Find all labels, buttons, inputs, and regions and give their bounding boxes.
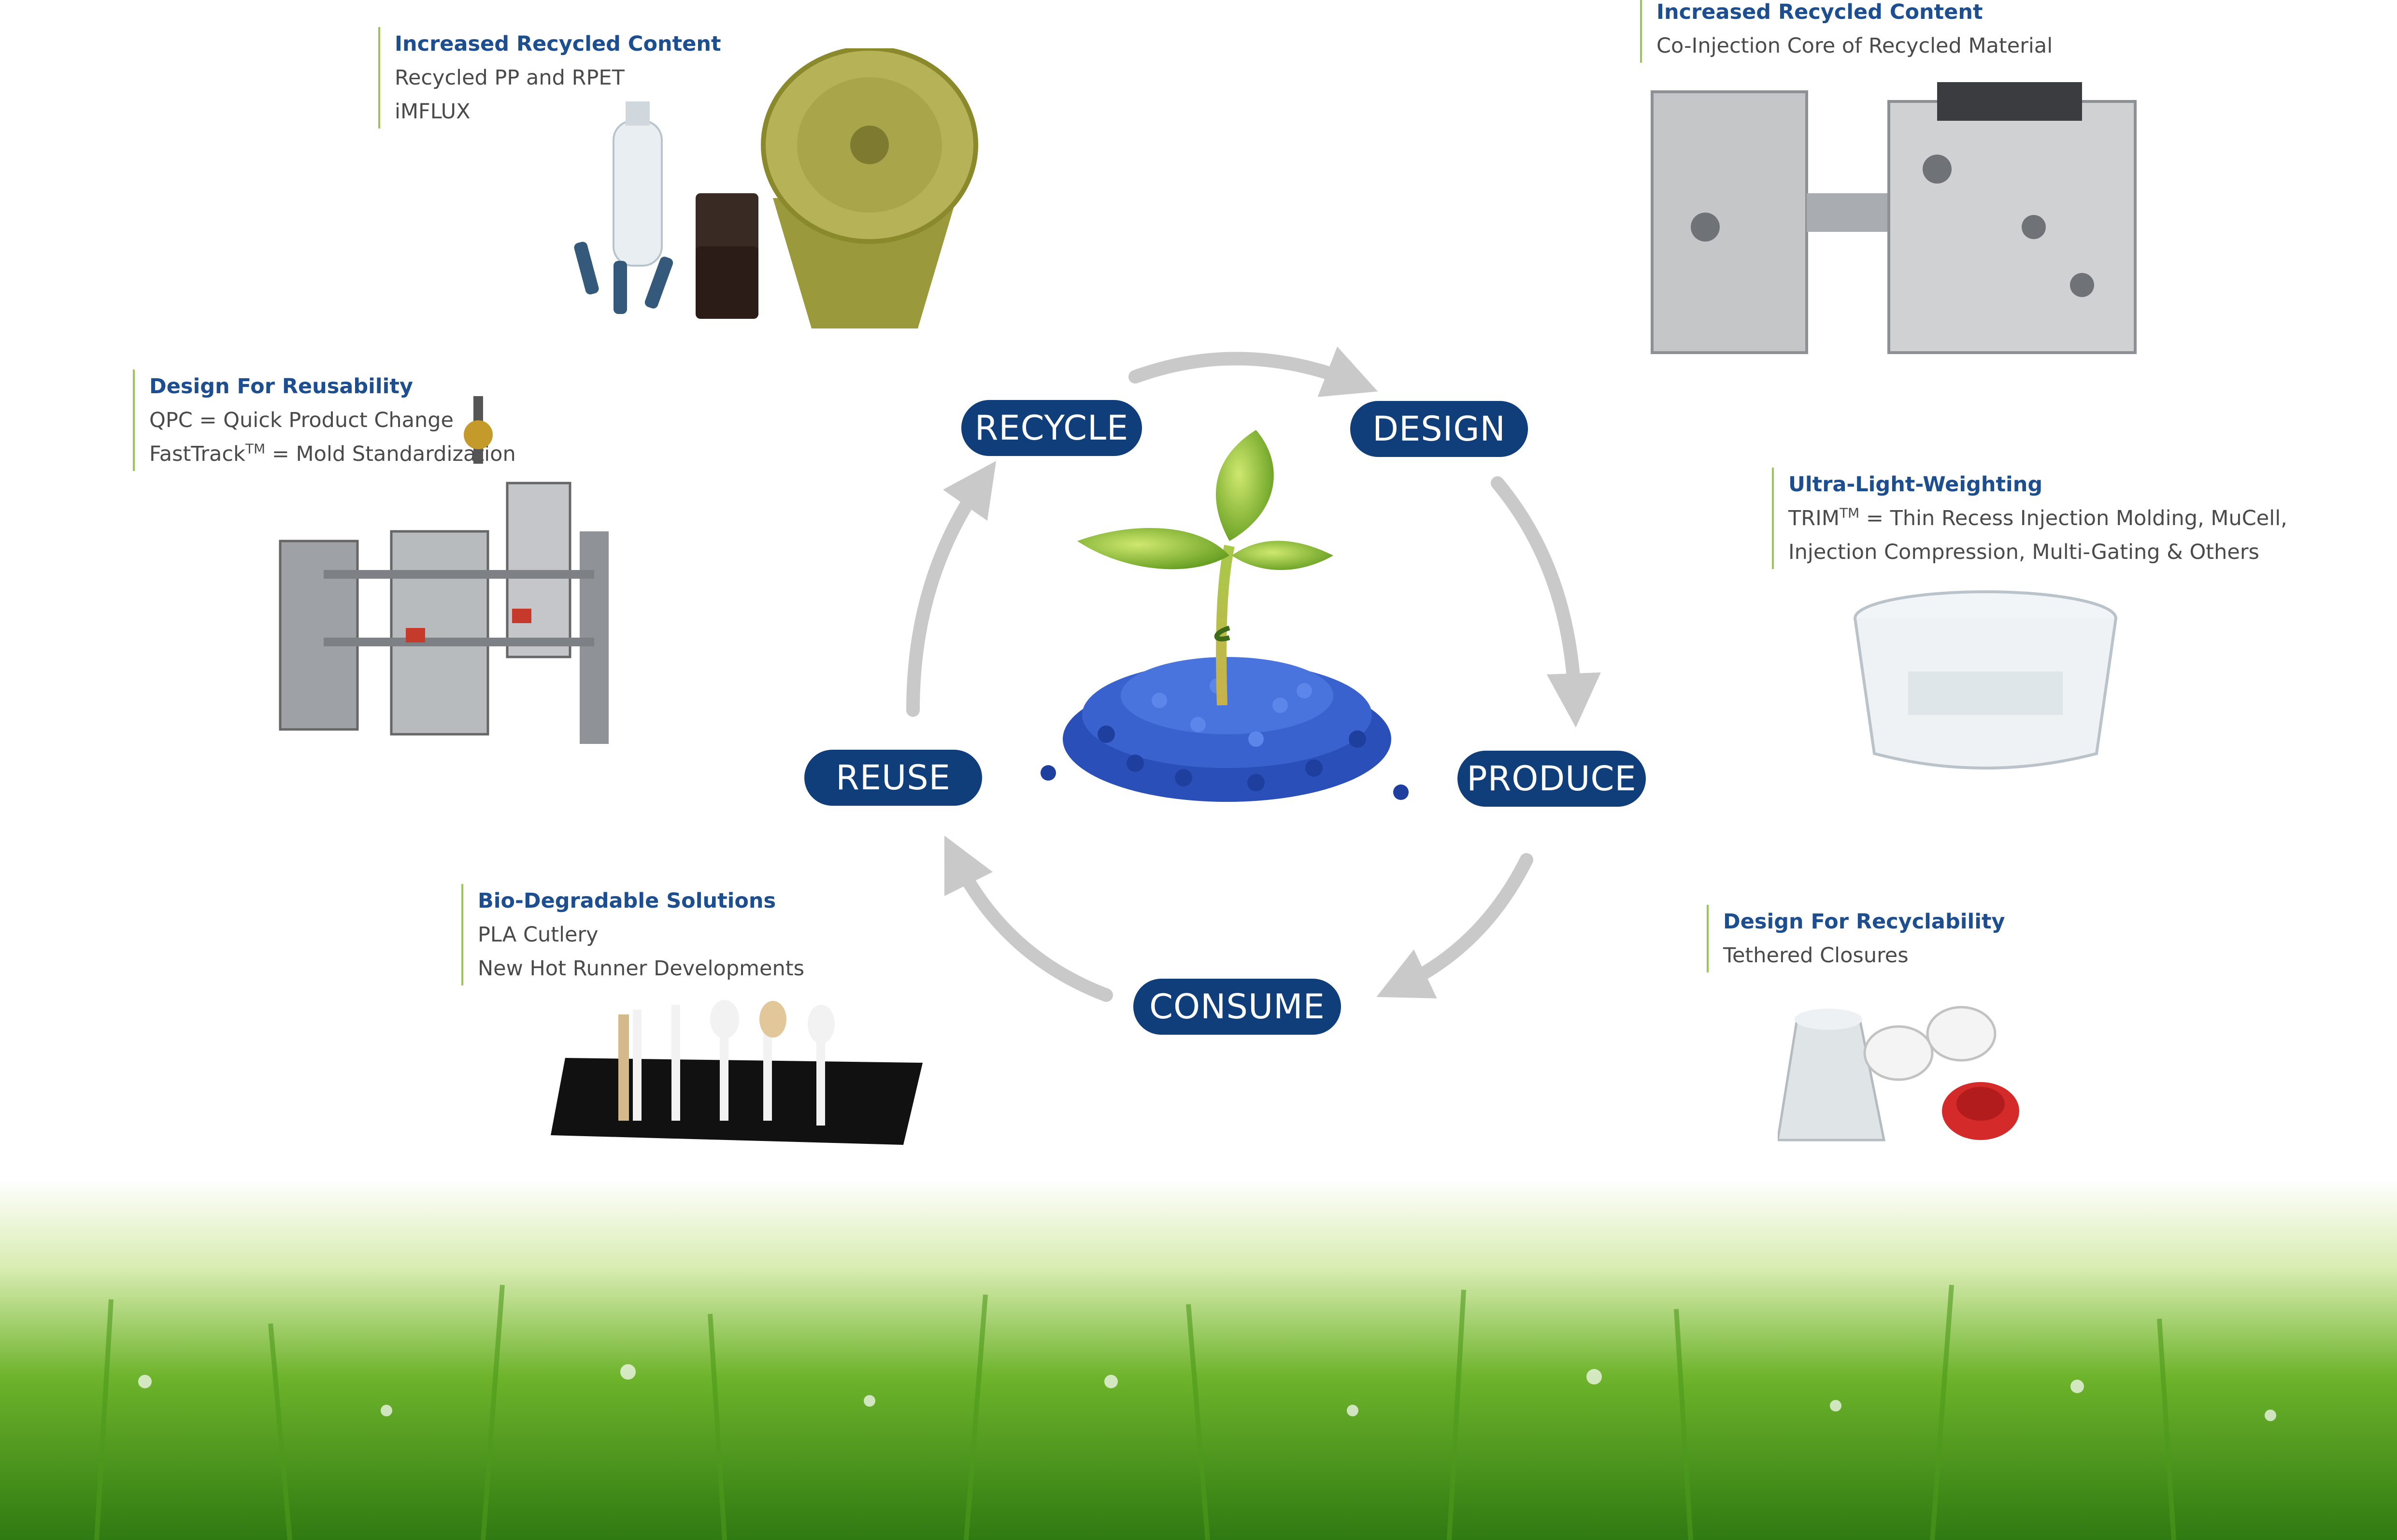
cycle-label-recycle: RECYCLE: [961, 400, 1142, 456]
cycle-label-reuse: REUSE: [804, 750, 982, 806]
callout-line: iMFLUX: [395, 100, 471, 124]
cycle-label-design: DESIGN: [1350, 401, 1528, 457]
callout-recycled-content-right: Increased Recycled Content Co-Injection …: [1640, 0, 2053, 63]
arrow-reuse-recycle: [906, 461, 997, 717]
callout-title: Design For Reusability: [149, 374, 413, 399]
callout-title: Design For Recyclability: [1723, 910, 2005, 934]
callout-line: Recycled PP and RPET: [395, 66, 625, 90]
callout-line: Tethered Closures: [1723, 943, 1909, 968]
callout-design-recyclability: Design For Recyclability Tethered Closur…: [1707, 905, 2005, 972]
pla-cutlery-tray-image: [551, 1000, 923, 1145]
callout-ultra-light-weighting: Ultra-Light-Weighting TRIMTM = Thin Rece…: [1772, 468, 2287, 569]
callout-recycled-content-left: Increased Recycled Content Recycled PP a…: [378, 27, 721, 128]
callout-line: Co-Injection Core of Recycled Material: [1656, 34, 2053, 58]
callout-bio-degradable: Bio-Degradable Solutions PLA Cutlery New…: [461, 884, 804, 985]
callout-line: QPC = Quick Product Change: [149, 408, 454, 432]
callout-title: Bio-Degradable Solutions: [478, 889, 776, 913]
arrow-recycle-design: [1128, 346, 1378, 397]
co-injection-mold-image: [1651, 82, 2137, 354]
callout-line: PLA Cutlery: [478, 923, 599, 947]
grass-background: [0, 1179, 2397, 1540]
callout-line: Injection Compression, Multi-Gating & Ot…: [1788, 540, 2259, 564]
callout-line: TRIMTM = Thin Recess Injection Molding, …: [1788, 505, 2287, 530]
cycle-label-produce: PRODUCE: [1457, 751, 1646, 807]
tethered-closures-image: [1778, 1006, 2019, 1141]
seedling-pellets-illustration: [1041, 430, 1409, 802]
arrow-design-produce: [1491, 476, 1601, 727]
callout-title: Increased Recycled Content: [395, 32, 721, 56]
arrow-consume-reuse: [944, 835, 1113, 1002]
recycled-products-image: [574, 48, 978, 328]
arrow-produce-consume: [1376, 853, 1533, 998]
thin-wall-container-image: [1854, 590, 2117, 770]
callout-line: New Hot Runner Developments: [478, 956, 805, 981]
callout-title: Increased Recycled Content: [1656, 0, 1983, 24]
callout-title: Ultra-Light-Weighting: [1788, 472, 2043, 497]
qpc-mold-image: [279, 396, 609, 744]
cycle-label-consume: CONSUME: [1133, 979, 1341, 1035]
